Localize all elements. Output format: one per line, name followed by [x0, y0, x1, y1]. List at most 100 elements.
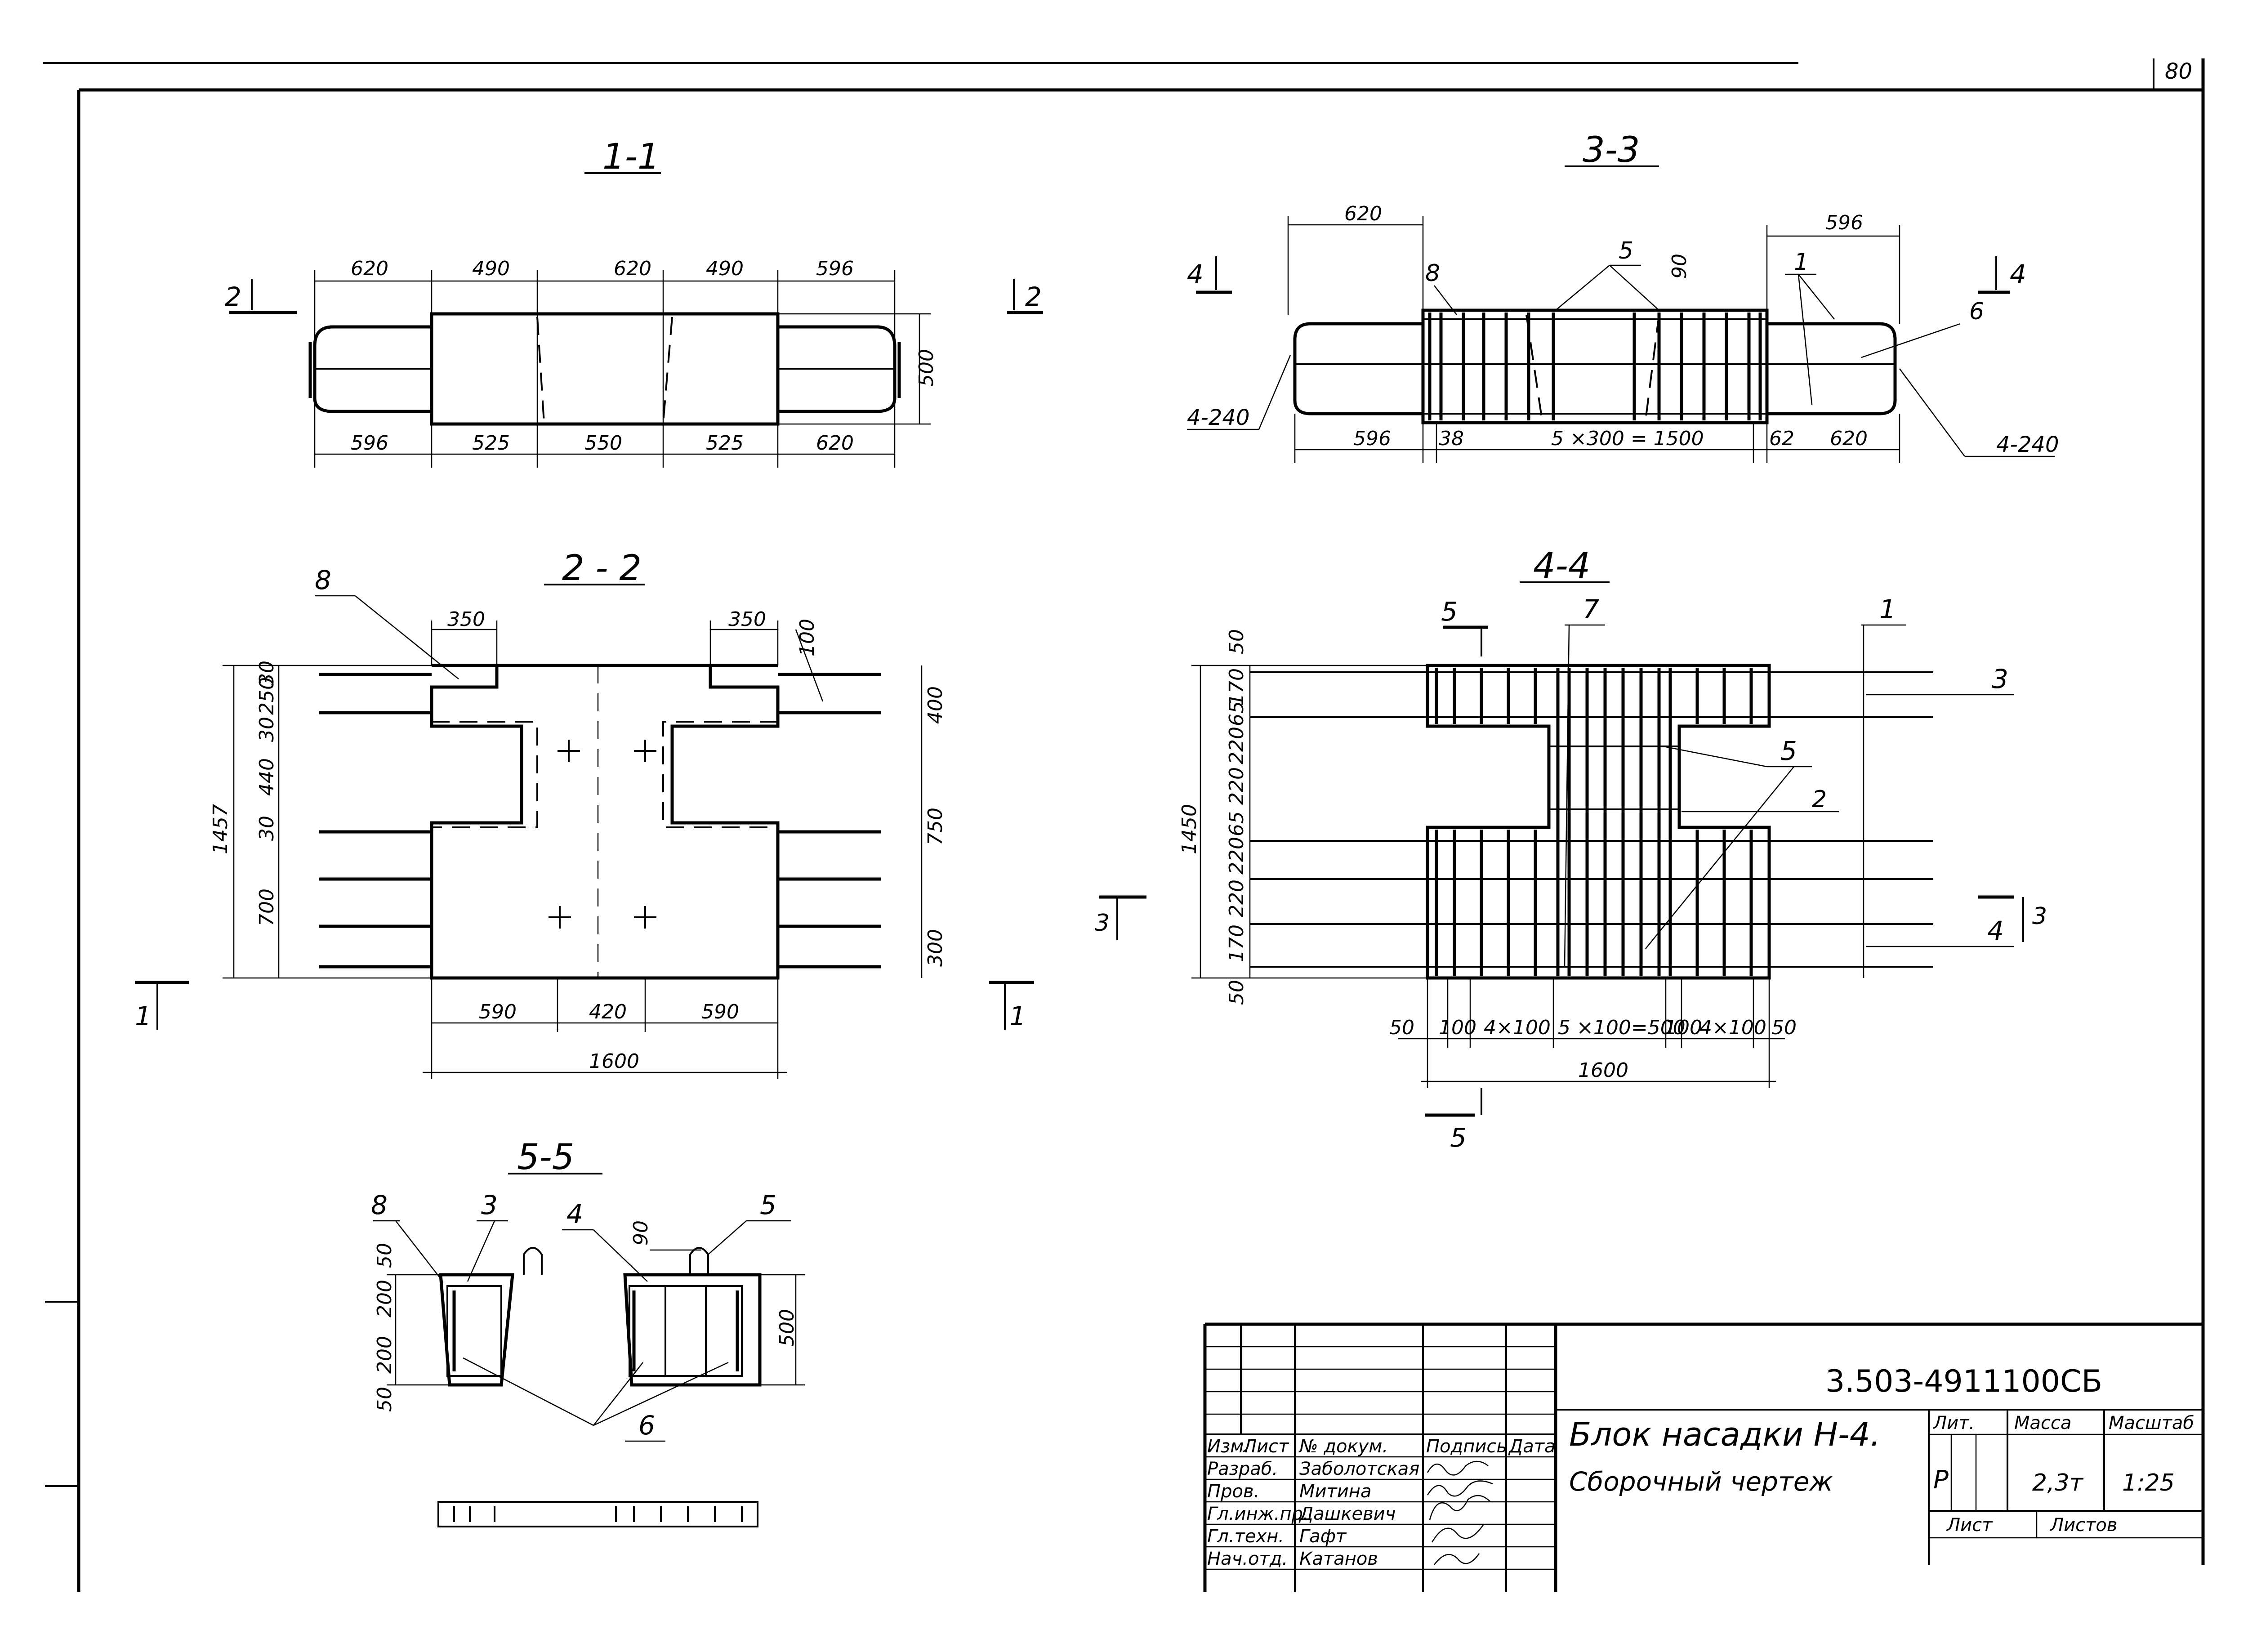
- dim-4-4-bottom-4: 5 ×100=500: [1558, 1016, 1686, 1039]
- cut-label-1-right: 1: [1009, 1001, 1026, 1031]
- dim-1-1-top-2: 490: [472, 257, 510, 280]
- dim-2-2-right-2: 750: [924, 808, 947, 845]
- sheet-frame: 80: [43, 58, 2205, 1592]
- name-1: Заболотская: [1299, 1459, 1419, 1479]
- name-4: Гафт: [1299, 1526, 1347, 1547]
- dim-4-4-left-6: 65: [1225, 811, 1248, 836]
- mark-4-4-2: 2: [1812, 786, 1827, 813]
- dim-1-1-bottom-2: 525: [472, 432, 510, 455]
- signature-5: [1434, 1553, 1480, 1565]
- mass-value: 2,3т: [2032, 1469, 2084, 1496]
- dim-2-2-left-4: 440: [255, 758, 278, 796]
- dim-2-2-left-2: 250: [255, 677, 278, 715]
- dim-4-4-left-1: 50: [1225, 629, 1248, 654]
- dim-4-4-bottom-7: 50: [1771, 1016, 1797, 1039]
- signature-1: [1427, 1460, 1489, 1476]
- dim-2-2-bottom-2: 420: [589, 1000, 627, 1023]
- name-2: Митина: [1299, 1481, 1371, 1502]
- col-date: Дата: [1508, 1436, 1556, 1457]
- rebar-stirrups-3-3: [1423, 313, 1767, 421]
- section-4-4: 4-4: [1095, 546, 2047, 1153]
- dim-3-3-620: 620: [1344, 202, 1382, 225]
- block-name: Блок насадки Н-4.: [1569, 1415, 1881, 1453]
- dim-4-4-bottom-3: 4×100: [1484, 1016, 1551, 1039]
- mark-5-5-4: 4: [566, 1199, 583, 1229]
- bars-right: [778, 673, 881, 969]
- dim-3-3-bottom-4: 62: [1769, 427, 1794, 450]
- role-1: Разраб.: [1207, 1459, 1278, 1479]
- col-izm: Изм.: [1207, 1436, 1249, 1457]
- title-block: 3.503-4911100СБ Блок насадки Н-4. Сбороч…: [1203, 1322, 2203, 1592]
- dim-1-1-bottom-5: 620: [816, 432, 854, 455]
- cut-label-1-left: 1: [135, 1001, 152, 1031]
- scale-label: Масштаб: [2109, 1413, 2194, 1433]
- dim-2-2-left-5: 30: [255, 816, 278, 841]
- dim-2-2-bottom-3: 590: [701, 1000, 739, 1023]
- name-3: Дашкевич: [1298, 1504, 1396, 1524]
- stage-value: Р: [1933, 1465, 1949, 1495]
- stirrups-4-4: [1435, 668, 1753, 976]
- mark-5-5-90: 90: [629, 1220, 652, 1246]
- dim-2-2-right-3: 300: [924, 929, 947, 967]
- role-5: Нач.отд.: [1207, 1549, 1288, 1569]
- dim-4-4-left-10: 50: [1225, 980, 1248, 1005]
- dim-4-4-left-9: 170: [1225, 924, 1248, 962]
- dim-4-4-bottom-1: 50: [1389, 1016, 1414, 1039]
- dim-3-3-bottom-3: 5 ×300 = 1500: [1551, 427, 1704, 450]
- dim-1-1-top-4: 490: [706, 257, 744, 280]
- section-title-3-3: 3-3: [1583, 130, 1640, 170]
- dim-2-2-left-1: 30: [255, 661, 278, 686]
- drawing-type: Сборочный чертеж: [1569, 1466, 1833, 1497]
- weld-left: 4-240: [1187, 405, 1249, 430]
- cut-label-2-right: 2: [1025, 281, 1042, 312]
- section-title-5-5: 5-5: [517, 1137, 574, 1178]
- mark-3-3-90: 90: [1668, 254, 1691, 279]
- bottom-strip: [437, 1501, 758, 1527]
- dim-4-4-left-5: 220: [1225, 767, 1248, 805]
- signature-2: [1427, 1480, 1493, 1497]
- dim-4-4-bottom-5: 100: [1664, 1016, 1702, 1039]
- dim-2-2-total: 1457: [209, 804, 232, 854]
- cross-marks: [549, 740, 656, 929]
- mark-3-3-6: 6: [1969, 298, 1984, 325]
- dim-4-4-left-7: 220: [1225, 837, 1248, 875]
- dim-4-4-bottom-2: 100: [1439, 1016, 1476, 1039]
- dim-2-2-width: 1600: [589, 1050, 639, 1073]
- section-ref-3-left: 3: [1095, 910, 1110, 937]
- dim-5-5-height: 500: [776, 1309, 798, 1347]
- dim-5-5-left-2: 200: [373, 1280, 396, 1317]
- role-3: Гл.инж.пр.: [1207, 1504, 1309, 1524]
- dim-1-1-bottom-4: 525: [706, 432, 744, 455]
- sheets-label: Листов: [2049, 1515, 2117, 1536]
- mark-4-4-5: 5: [1780, 736, 1797, 766]
- section-title-4-4: 4-4: [1533, 546, 1590, 586]
- bars-left: [319, 673, 432, 969]
- mark-3-3-8: 8: [1425, 260, 1440, 287]
- name-5: Катанов: [1299, 1549, 1378, 1569]
- cut-label-4-right: 4: [2010, 259, 2026, 290]
- section-title-1-1: 1-1: [602, 137, 660, 177]
- section-title-2-2: 2 - 2: [562, 548, 642, 589]
- dim-2-2-left-3: 30: [255, 717, 278, 742]
- dim-1-1-bottom-3: 550: [584, 432, 622, 455]
- scale-value: 1:25: [2122, 1469, 2175, 1496]
- dim-1-1-bottom-1: 596: [351, 432, 388, 455]
- dim-2-2-right-1: 400: [924, 686, 947, 724]
- stage-label: Лит.: [1932, 1413, 1975, 1433]
- dim-1-1-top-5: 596: [816, 257, 854, 280]
- dim-1-1-top-3: 620: [614, 257, 651, 280]
- dim-3-3-bottom-1: 596: [1353, 427, 1391, 450]
- cut-label-5-top: 5: [1441, 596, 1458, 627]
- signature-3: [1429, 1495, 1491, 1520]
- mark-4-4-3: 3: [1992, 664, 2008, 694]
- section-5-5: 5-5 50 200 200 50 500 8 3 4 90 5: [371, 1137, 805, 1442]
- role-2: Пров.: [1207, 1481, 1259, 1502]
- mark-5-5-6: 6: [638, 1410, 655, 1441]
- dim-3-3-596: 596: [1825, 211, 1863, 234]
- dim-4-4-left-3: 65: [1225, 701, 1248, 726]
- mark-3-3-5: 5: [1619, 237, 1633, 264]
- drawing-code: 3.503-4911100СБ: [1825, 1364, 2102, 1399]
- mark-4-4-4: 4: [1987, 915, 2004, 946]
- dim-3-3-bottom-2: 38: [1439, 427, 1464, 450]
- dim-4-4-bottom-6: 4×100: [1699, 1016, 1766, 1039]
